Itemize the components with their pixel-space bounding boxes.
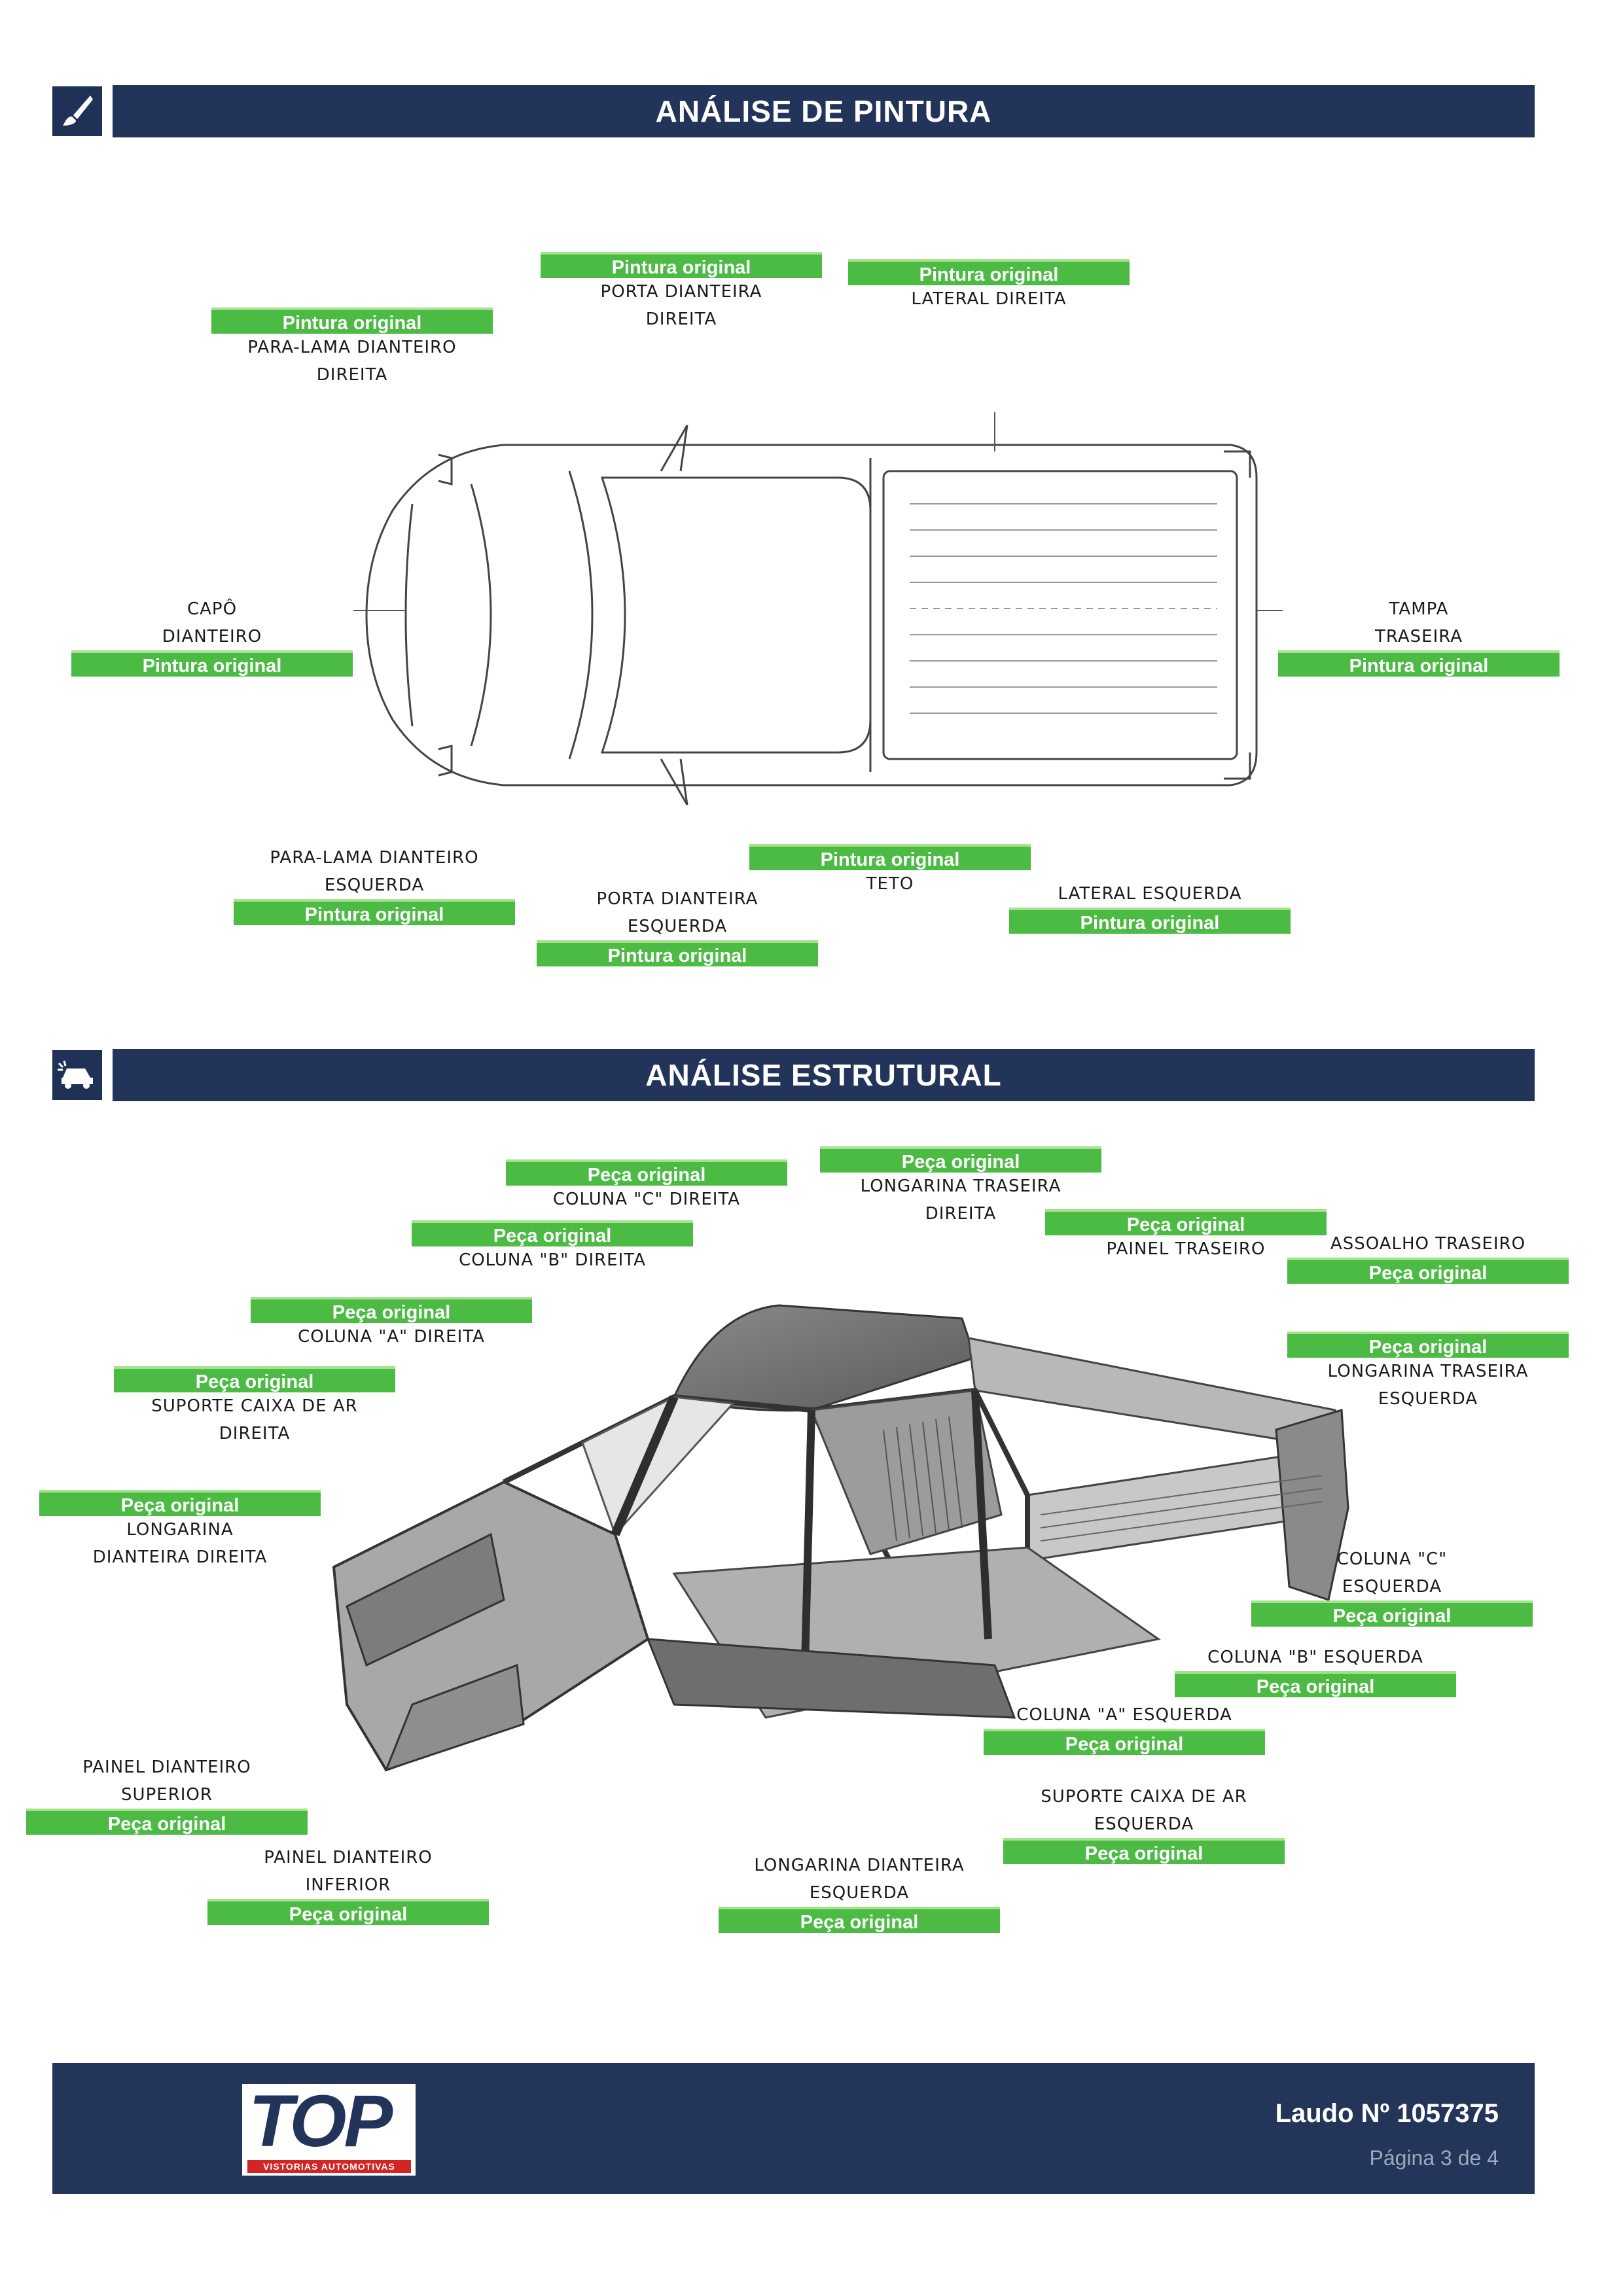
callout-capo-dianteiro: CAPÔ DIANTEIRO Pintura original: [71, 595, 353, 677]
part-label: LONGARINA TRASEIRA DIREITA: [860, 1176, 1061, 1224]
vehicle-body-structure-diagram: [332, 1304, 1349, 1772]
status-badge: Pintura original: [1278, 650, 1560, 677]
part-label: SUPORTE CAIXA DE AR DIREITA: [151, 1396, 358, 1443]
callout-painel-dianteiro-superior: PAINEL DIANTEIRO SUPERIOR Peça original: [26, 1754, 308, 1835]
part-label: SUPORTE CAIXA DE AR ESQUERDA: [1041, 1787, 1247, 1834]
callout-longarina-traseira-esquerda: Peça original LONGARINA TRASEIRA ESQUERD…: [1287, 1332, 1569, 1413]
callout-longarina-traseira-direita: Peça original LONGARINA TRASEIRA DIREITA: [820, 1146, 1101, 1227]
part-label: PAINEL DIANTEIRO INFERIOR: [264, 1848, 433, 1895]
part-label: COLUNA "A" ESQUERDA: [1016, 1705, 1232, 1725]
status-badge: Pintura original: [234, 899, 515, 925]
callout-tampa-traseira: TAMPA TRASEIRA Pintura original: [1278, 595, 1560, 677]
status-badge: Peça original: [1287, 1332, 1569, 1358]
status-badge: Peça original: [719, 1907, 1000, 1933]
callout-painel-traseiro: Peça original PAINEL TRASEIRO: [1045, 1209, 1327, 1263]
status-badge: Pintura original: [541, 252, 822, 278]
callout-painel-dianteiro-inferior: PAINEL DIANTEIRO INFERIOR Peça original: [207, 1844, 489, 1925]
callout-coluna-a-esquerda: COLUNA "A" ESQUERDA Peça original: [984, 1701, 1265, 1755]
section-title: ANÁLISE ESTRUTURAL: [645, 1058, 1002, 1092]
status-badge: Peça original: [984, 1729, 1265, 1755]
status-badge: Pintura original: [749, 844, 1031, 870]
part-label: PAINEL TRASEIRO: [1106, 1239, 1266, 1259]
structural-analysis-header: ANÁLISE ESTRUTURAL: [113, 1049, 1535, 1101]
status-badge: Pintura original: [71, 650, 353, 677]
pickup-top-view-diagram: [353, 412, 1283, 805]
callout-suporte-caixa-de-ar-esquerda: SUPORTE CAIXA DE AR ESQUERDA Peça origin…: [1003, 1783, 1285, 1864]
status-badge: Pintura original: [211, 308, 493, 334]
part-label: LATERAL ESQUERDA: [1058, 884, 1242, 904]
report-number: Laudo Nº 1057375: [1275, 2099, 1499, 2128]
part-label: LONGARINA DIANTEIRA DIREITA: [92, 1520, 268, 1567]
callout-assoalho-traseiro: ASSOALHO TRASEIRO Peça original: [1287, 1230, 1569, 1284]
callout-porta-dianteira-direita: Pintura original PORTA DIANTEIRA DIREITA: [541, 252, 822, 333]
callout-para-lama-dianteiro-esquerda: PARA-LAMA DIANTEIRO ESQUERDA Pintura ori…: [234, 844, 515, 925]
damaged-car-icon: [52, 1050, 102, 1100]
status-badge: Peça original: [1251, 1600, 1533, 1627]
logo-text: TOP: [249, 2080, 393, 2162]
callout-lateral-esquerda: LATERAL ESQUERDA Pintura original: [1009, 880, 1291, 934]
status-badge: Peça original: [26, 1809, 308, 1835]
company-logo: TOP VISTORIAS AUTOMOTIVAS: [242, 2080, 416, 2176]
callout-teto: Pintura original TETO: [749, 844, 1031, 898]
callout-suporte-caixa-de-ar-direita: Peça original SUPORTE CAIXA DE AR DIREIT…: [114, 1366, 395, 1447]
part-label: LONGARINA DIANTEIRA ESQUERDA: [754, 1856, 965, 1903]
part-label: TETO: [866, 874, 914, 894]
status-badge: Peça original: [1045, 1209, 1327, 1235]
callout-longarina-dianteira-direita: Peça original LONGARINA DIANTEIRA DIREIT…: [39, 1490, 321, 1571]
status-badge: Peça original: [1175, 1671, 1456, 1697]
paintbrush-icon: [52, 86, 102, 136]
paint-analysis-header: ANÁLISE DE PINTURA: [113, 85, 1535, 137]
status-badge: Pintura original: [537, 940, 818, 966]
callout-coluna-c-direita: Peça original COLUNA "C" DIREITA: [506, 1159, 787, 1213]
callout-lateral-direita: Pintura original LATERAL DIREITA: [848, 259, 1130, 313]
callout-para-lama-dianteiro-direita: Pintura original PARA-LAMA DIANTEIRO DIR…: [211, 308, 493, 389]
status-badge: Peça original: [114, 1366, 395, 1392]
status-badge: Peça original: [1003, 1838, 1285, 1864]
part-label: COLUNA "B" DIREITA: [459, 1250, 646, 1270]
logo-subtitle: VISTORIAS AUTOMOTIVAS: [247, 2160, 411, 2173]
part-label: PORTA DIANTEIRA DIREITA: [600, 282, 762, 329]
part-label: COLUNA "C" ESQUERDA: [1336, 1549, 1448, 1597]
status-badge: Pintura original: [1009, 908, 1291, 934]
part-label: COLUNA "B" ESQUERDA: [1207, 1648, 1423, 1667]
status-badge: Peça original: [820, 1146, 1101, 1173]
part-label: PARA-LAMA DIANTEIRO DIREITA: [247, 338, 457, 385]
status-badge: Pintura original: [848, 259, 1130, 285]
status-badge: Peça original: [506, 1159, 787, 1186]
callout-coluna-b-direita: Peça original COLUNA "B" DIREITA: [412, 1220, 693, 1274]
status-badge: Peça original: [207, 1899, 489, 1925]
status-badge: Peça original: [412, 1220, 693, 1246]
part-label: PARA-LAMA DIANTEIRO ESQUERDA: [270, 848, 479, 895]
status-badge: Peça original: [1287, 1258, 1569, 1284]
part-label: LONGARINA TRASEIRA ESQUERDA: [1327, 1362, 1529, 1409]
part-label: LATERAL DIREITA: [911, 289, 1067, 309]
callout-longarina-dianteira-esquerda: LONGARINA DIANTEIRA ESQUERDA Peça origin…: [719, 1852, 1000, 1933]
callout-porta-dianteira-esquerda: PORTA DIANTEIRA ESQUERDA Pintura origina…: [537, 885, 818, 966]
part-label: PAINEL DIANTEIRO SUPERIOR: [82, 1757, 251, 1805]
part-label: COLUNA "A" DIREITA: [298, 1327, 485, 1347]
part-label: TAMPA TRASEIRA: [1374, 599, 1463, 646]
part-label: CAPÔ DIANTEIRO: [162, 599, 262, 646]
status-badge: Peça original: [251, 1297, 532, 1323]
callout-coluna-c-esquerda: COLUNA "C" ESQUERDA Peça original: [1251, 1545, 1533, 1627]
callout-coluna-b-esquerda: COLUNA "B" ESQUERDA Peça original: [1175, 1644, 1456, 1697]
part-label: COLUNA "C" DIREITA: [552, 1190, 741, 1209]
part-label: ASSOALHO TRASEIRO: [1330, 1234, 1526, 1254]
status-badge: Peça original: [39, 1490, 321, 1516]
page-number: Página 3 de 4: [1369, 2146, 1499, 2170]
section-title: ANÁLISE DE PINTURA: [655, 94, 992, 128]
part-label: PORTA DIANTEIRA ESQUERDA: [596, 889, 758, 936]
callout-coluna-a-direita: Peça original COLUNA "A" DIREITA: [251, 1297, 532, 1351]
